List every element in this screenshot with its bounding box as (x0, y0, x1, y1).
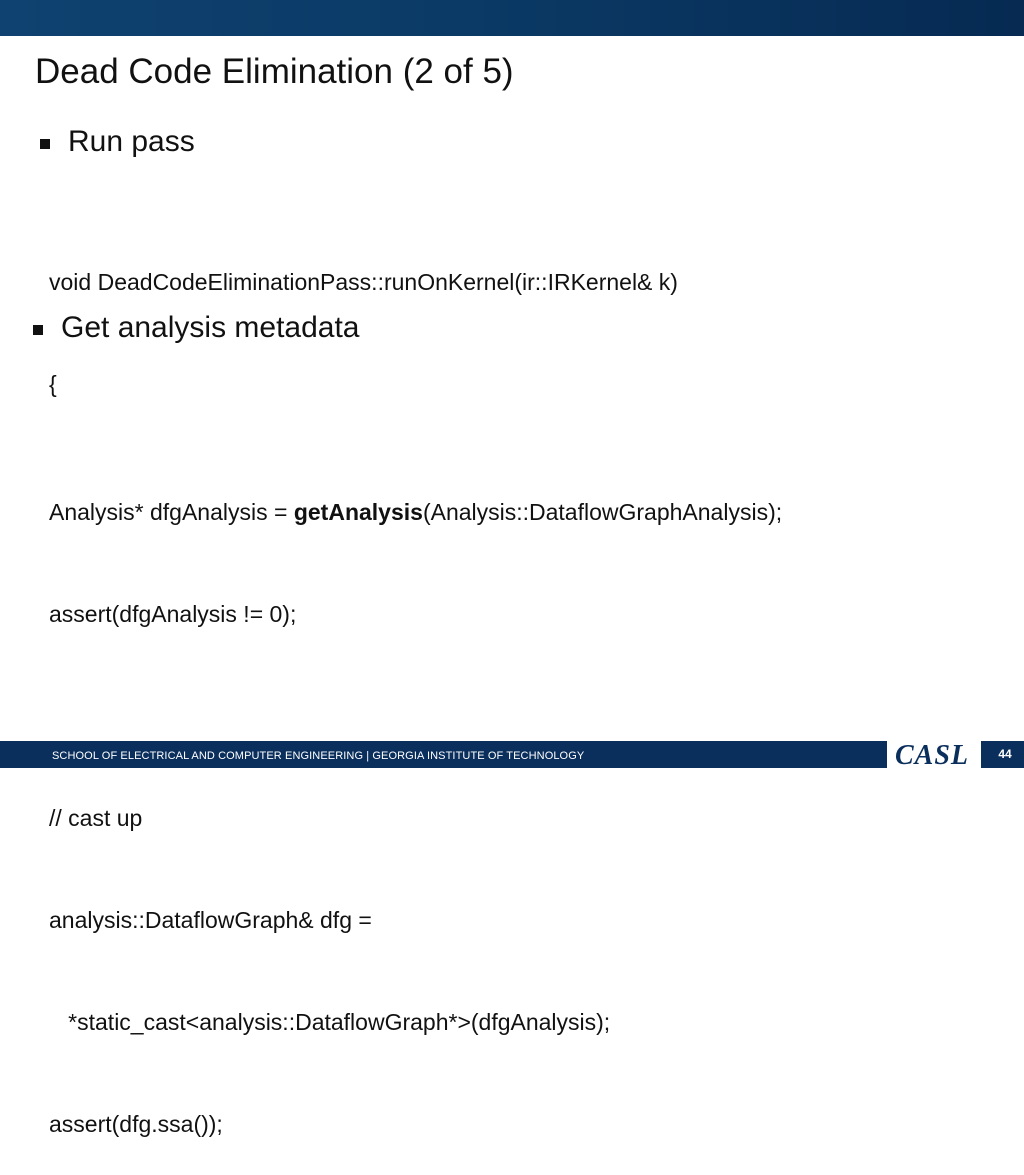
bullet-label: Get analysis metadata (61, 311, 360, 344)
code-line: assert(dfgAnalysis != 0); (49, 601, 297, 627)
code-line-blank (49, 699, 782, 733)
code-block-get-analysis: Analysis* dfgAnalysis = getAnalysis(Anal… (49, 427, 782, 1175)
code-line: analysis::DataflowGraph& dfg = (49, 907, 372, 933)
square-bullet-icon (33, 325, 43, 335)
code-comment: // cast up (49, 805, 143, 831)
code-line: void DeadCodeEliminationPass::runOnKerne… (49, 269, 678, 295)
casl-logo: CASL (887, 741, 981, 768)
code-line: { (49, 371, 57, 397)
slide-title: Dead Code Elimination (2 of 5) (35, 52, 514, 91)
code-line: *static_cast<analysis::DataflowGraph*>(d… (49, 1009, 611, 1035)
footer-bar: SCHOOL OF ELECTRICAL AND COMPUTER ENGINE… (0, 741, 1024, 768)
bullet-run-pass: Run pass (40, 122, 195, 162)
code-line: assert(dfg.ssa()); (49, 1111, 223, 1137)
code-block-run-pass: void DeadCodeEliminationPass::runOnKerne… (49, 197, 678, 435)
bullet-get-analysis-metadata: Get analysis metadata (33, 308, 360, 348)
page-number: 44 (998, 747, 1012, 761)
code-keyword-get-analysis: getAnalysis (293, 499, 423, 525)
casl-logo-text: CASL (895, 741, 970, 768)
footer-institution-text: SCHOOL OF ELECTRICAL AND COMPUTER ENGINE… (52, 750, 585, 762)
bullet-label: Run pass (68, 125, 195, 158)
square-bullet-icon (40, 139, 50, 149)
code-text: (Analysis::DataflowGraphAnalysis); (422, 499, 783, 525)
code-line-get-analysis: Analysis* dfgAnalysis = getAnalysis(Anal… (49, 495, 782, 529)
header-bar (0, 0, 1024, 36)
code-text: Analysis* dfgAnalysis = (49, 499, 294, 525)
